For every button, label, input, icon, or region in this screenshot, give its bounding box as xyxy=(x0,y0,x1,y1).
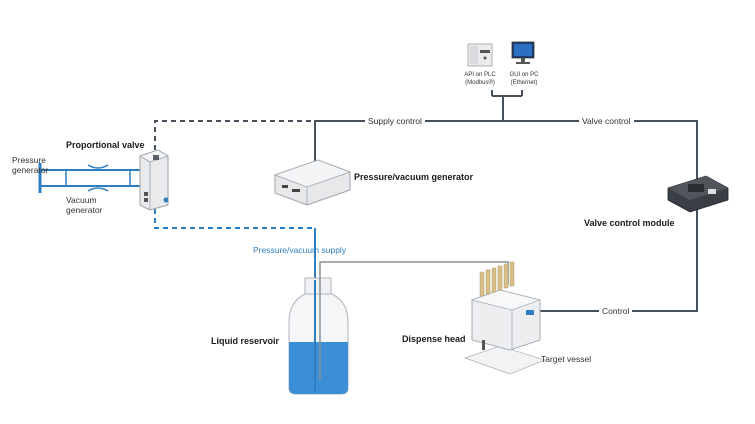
dispense-head-icon xyxy=(463,261,547,375)
pressure-generator-label: Pressure generator xyxy=(12,155,49,175)
proportional-valve-label: Proportional valve xyxy=(66,140,145,150)
liquid-tube xyxy=(319,261,509,285)
generator-box-icon xyxy=(273,159,352,206)
liquid-reservoir-label: Liquid reservoir xyxy=(211,336,280,346)
bottle-icon xyxy=(288,266,349,395)
control-lines xyxy=(314,90,698,312)
dispense-head-label: Dispense head xyxy=(402,334,466,344)
proportional-valve-icon xyxy=(139,149,169,211)
plc-icon xyxy=(467,43,493,67)
valve-supply-dashed-line xyxy=(154,120,315,150)
pressure-vacuum-supply-label: Pressure/vacuum supply xyxy=(253,245,347,255)
valve-pressure-dashed-line xyxy=(154,200,315,229)
vacuum-generator-label: Vacuum generator xyxy=(66,195,103,215)
pc-monitor-icon xyxy=(511,41,535,64)
supply-valve-control-line xyxy=(314,120,698,312)
generator-pipes xyxy=(38,163,140,193)
valve-module-icon xyxy=(667,175,729,213)
supply-control-label: Supply control xyxy=(365,116,425,126)
api-on-plc-label: API on PLC (Modbus®) xyxy=(464,72,496,86)
target-vessel-label: Target vessel xyxy=(541,354,592,364)
valve-control-label: Valve control xyxy=(579,116,634,126)
valve-control-module-label: Valve control module xyxy=(584,218,675,228)
control-label: Control xyxy=(599,306,633,316)
gui-on-pc-label: GUI on PC (Ethernet) xyxy=(509,72,539,86)
pressure-vacuum-generator-label: Pressure/vacuum generator xyxy=(354,172,474,182)
